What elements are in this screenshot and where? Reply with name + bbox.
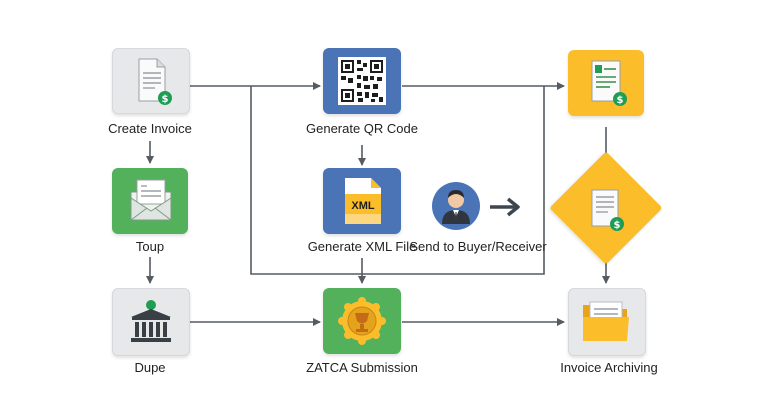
dupe-node[interactable] — [112, 288, 190, 356]
zatca-label: ZATCA Submission — [306, 360, 418, 375]
invoice-dollar-icon: $ — [138, 58, 172, 105]
create-invoice-node[interactable]: $ — [112, 48, 190, 114]
create-invoice-label: Create Invoice — [108, 121, 192, 136]
loop-line-left — [250, 86, 545, 275]
toup-node[interactable] — [112, 168, 188, 234]
top-right-invoice-node[interactable]: $ — [568, 50, 644, 116]
invoice-dollar-icon: $ — [591, 189, 624, 231]
generate-xml-node[interactable]: XML — [323, 168, 401, 234]
svg-text:$: $ — [162, 94, 169, 105]
generate-qr-node[interactable] — [323, 48, 401, 114]
send-buyer-label: Send to Buyer/Receiver — [409, 239, 547, 254]
archiving-node[interactable] — [568, 288, 646, 356]
dupe-label: Dupe — [134, 360, 166, 375]
toup-label: Toup — [135, 239, 165, 254]
xml-file-text: XML — [351, 200, 375, 212]
zatca-node[interactable] — [323, 288, 401, 354]
qr-code-icon — [338, 57, 386, 105]
envelope-icon — [130, 179, 172, 221]
xml-file-icon: XML — [345, 178, 381, 224]
archiving-label: Invoice Archiving — [560, 360, 658, 375]
seal-award-icon — [338, 297, 386, 345]
svg-text:$: $ — [617, 95, 624, 106]
folder-icon — [583, 301, 629, 341]
generate-xml-label: Generate XML File — [307, 239, 417, 254]
svg-text:$: $ — [614, 220, 621, 231]
bank-building-icon — [131, 300, 171, 342]
send-arrow-icon — [490, 197, 520, 217]
send-buyer-node[interactable] — [432, 182, 480, 230]
generate-qr-label: Generate QR Code — [305, 121, 419, 136]
invoice-dollar-icon: $ — [591, 60, 627, 106]
person-icon — [442, 190, 470, 224]
